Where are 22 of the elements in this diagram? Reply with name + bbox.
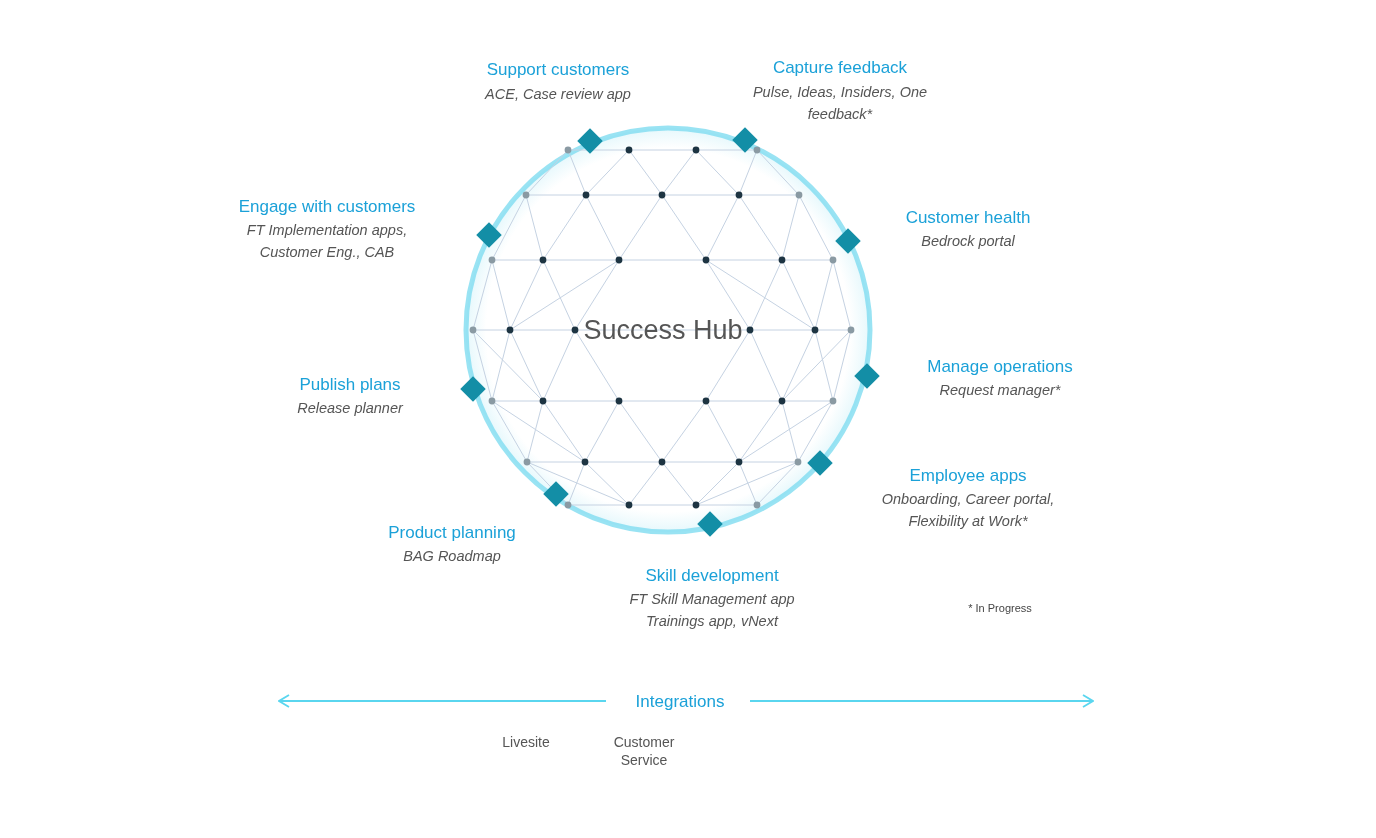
category-heading: Product planning xyxy=(388,522,516,544)
category-tools: Onboarding, Career portal, Flexibility at Work* xyxy=(880,490,1056,531)
category-heading: Customer health xyxy=(905,207,1031,229)
category-heading: Engage with customers xyxy=(238,196,416,218)
category-tools: Release planner xyxy=(297,399,403,418)
category-tools: Request manager* xyxy=(939,381,1061,400)
footnote: * In Progress xyxy=(968,601,1032,616)
category-heading: Support customers xyxy=(486,59,630,81)
category-tools: ACE, Case review app xyxy=(485,85,631,104)
category-tools: FT Skill Management app Trainings app, vNext xyxy=(628,590,796,631)
category-tools: Pulse, Ideas, Insiders, One feedback* xyxy=(751,83,929,124)
category-heading: Capture feedback xyxy=(772,57,908,79)
category-tools: FT Implementation apps, Customer Eng., CAB xyxy=(245,221,409,262)
hub-title: Success Hub xyxy=(583,314,743,347)
integration-name: Livesite xyxy=(502,733,550,751)
category-heading: Skill development xyxy=(645,565,779,587)
category-heading: Publish plans xyxy=(299,374,401,396)
category-heading: Manage operations xyxy=(927,356,1073,378)
category-tools: Bedrock portal xyxy=(921,232,1015,251)
category-heading: Employee apps xyxy=(909,465,1027,487)
category-tools: BAG Roadmap xyxy=(403,547,501,566)
integration-name: Customer Service xyxy=(612,733,676,769)
